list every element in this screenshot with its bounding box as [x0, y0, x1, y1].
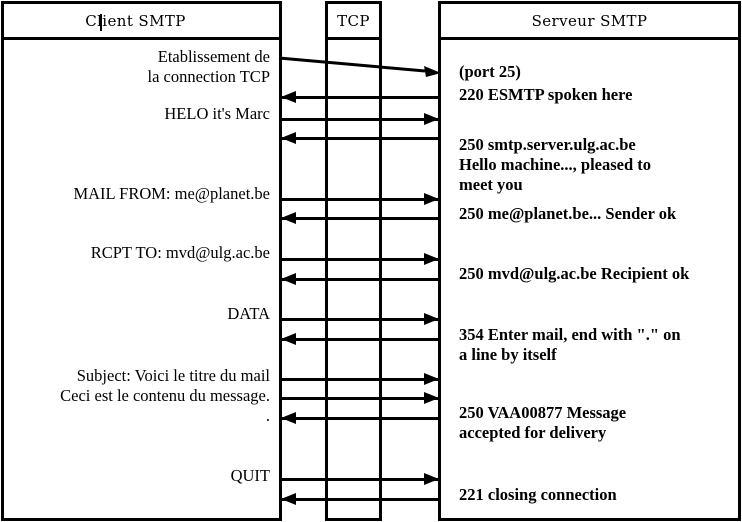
arrow-data-reply: [281, 333, 438, 345]
client-message-establish: Etablissement de la connection TCP: [147, 47, 270, 86]
arrow-head-right-icon: [424, 392, 439, 404]
server-message-closing: 221 closing connection: [459, 485, 617, 504]
arrow-quit: [280, 473, 439, 485]
arrow-rcpt-ok: [281, 273, 438, 285]
tcp-column-panel: TCP: [325, 1, 382, 521]
server-message-helo-reply: 250 smtp.server.ulg.ac.be Hello machine.…: [459, 135, 652, 194]
client-message-quit: QUIT: [230, 466, 270, 485]
arrow-subject: [280, 373, 439, 385]
tcp-column-header: TCP: [328, 4, 379, 40]
arrow-head-right-icon: [424, 253, 439, 265]
arrow-head-right-icon: [424, 473, 439, 485]
arrow-head-left-icon: [281, 273, 296, 285]
arrow-rcpt-to: [280, 253, 439, 265]
client-message-subject: Subject: Voici le titre du mail: [76, 366, 270, 385]
text-caret-icon: [100, 14, 102, 31]
client-lifeline-rail: [279, 36, 282, 521]
arrow-tcp-ack: [281, 91, 438, 103]
server-column-label: Serveur SMTP: [531, 11, 648, 30]
server-message-rcpt-ok: 250 mvd@ulg.ac.be Recipient ok: [459, 264, 690, 283]
arrow-head-right-icon: [424, 113, 439, 125]
arrow-head-left-icon: [281, 493, 296, 505]
arrow-head-left-icon: [281, 91, 296, 103]
client-message-helo: HELO it's Marc: [164, 104, 270, 123]
arrow-closing: [281, 493, 438, 505]
arrow-mail-from: [280, 193, 439, 205]
client-message-end-dot: .: [265, 406, 270, 425]
tcp-column-label: TCP: [337, 11, 370, 30]
server-message-port: (port 25): [459, 62, 521, 81]
arrow-head-left-icon: [281, 412, 296, 424]
arrow-head-right-icon: [424, 193, 439, 205]
arrow-head-right-icon: [424, 313, 439, 325]
server-message-accepted: 250 VAA00877 Message accepted for delive…: [459, 403, 627, 442]
arrow-head-left-icon: [281, 132, 296, 144]
client-column-label: Client SMTP: [85, 11, 186, 30]
arrow-body: [280, 392, 439, 404]
arrow-helo-reply: [281, 132, 438, 144]
arrow-accepted: [281, 412, 438, 424]
arrow-data: [280, 313, 439, 325]
client-message-data: DATA: [227, 304, 270, 323]
arrow-head-left-icon: [281, 212, 296, 224]
client-message-mail-from: MAIL FROM: me@planet.be: [73, 184, 270, 203]
server-column-header: Serveur SMTP: [441, 4, 738, 40]
client-message-rcpt-to: RCPT TO: mvd@ulg.ac.be: [90, 243, 270, 262]
client-message-body: Ceci est le contenu du message.: [60, 386, 270, 405]
server-message-sender-ok: 250 me@planet.be... Sender ok: [459, 204, 677, 223]
server-message-greeting: 220 ESMTP spoken here: [459, 85, 633, 104]
server-column-panel: Serveur SMTP: [438, 1, 741, 521]
arrow-sender-ok: [281, 212, 438, 224]
server-message-data-reply: 354 Enter mail, end with "." on a line b…: [459, 325, 681, 364]
arrow-helo: [280, 113, 439, 125]
arrow-head-right-icon: [424, 373, 439, 385]
client-column-header: Client SMTP: [4, 4, 279, 40]
arrow-head-left-icon: [281, 333, 296, 345]
